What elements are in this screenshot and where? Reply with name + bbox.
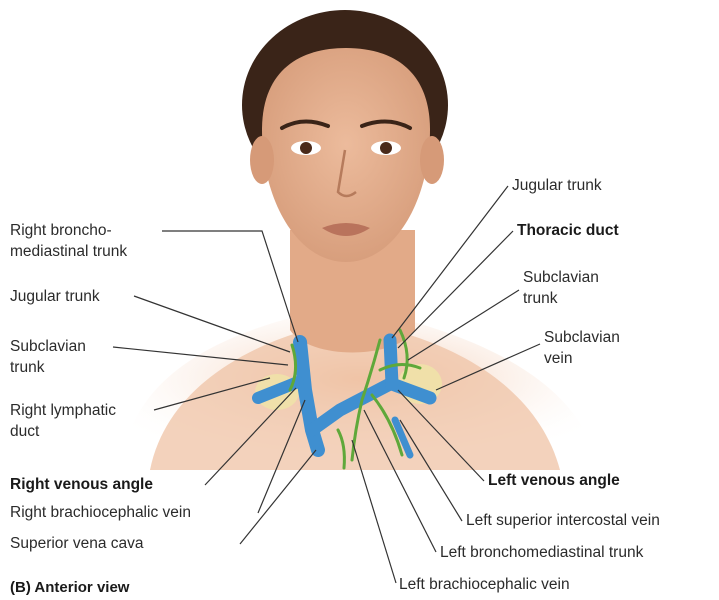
label-subclavian-vein-line1: Subclavian (544, 328, 620, 347)
label-right-lymphatic-duct-line1: Right lymphatic (10, 401, 116, 420)
label-left-bronchomediastinal-trunk: Left bronchomediastinal trunk (440, 543, 643, 562)
label-superior-vena-cava: Superior vena cava (10, 534, 144, 553)
label-right-bronchomediastinal-trunk-line1: Right broncho- (10, 221, 112, 240)
label-thoracic-duct: Thoracic duct (517, 221, 619, 240)
label-jugular-trunk-left: Jugular trunk (10, 287, 100, 306)
label-subclavian-trunk-left-line1: Subclavian (10, 337, 86, 356)
label-left-venous-angle: Left venous angle (488, 471, 620, 490)
label-right-lymphatic-duct-line2: duct (10, 422, 39, 441)
label-subclavian-trunk-left-line2: trunk (10, 358, 44, 377)
figure-caption: (B) Anterior view (10, 579, 129, 596)
label-jugular-trunk-right: Jugular trunk (512, 176, 602, 195)
label-right-brachiocephalic-vein: Right brachiocephalic vein (10, 503, 191, 522)
label-subclavian-trunk-right-line1: Subclavian (523, 268, 599, 287)
label-left-superior-intercostal-vein: Left superior intercostal vein (466, 511, 660, 530)
label-subclavian-trunk-right-line2: trunk (523, 289, 557, 308)
label-right-bronchomediastinal-trunk-line2: mediastinal trunk (10, 242, 127, 261)
label-subclavian-vein-line2: vein (544, 349, 572, 368)
label-left-brachiocephalic-vein: Left brachiocephalic vein (399, 575, 570, 594)
label-right-venous-angle: Right venous angle (10, 475, 153, 494)
